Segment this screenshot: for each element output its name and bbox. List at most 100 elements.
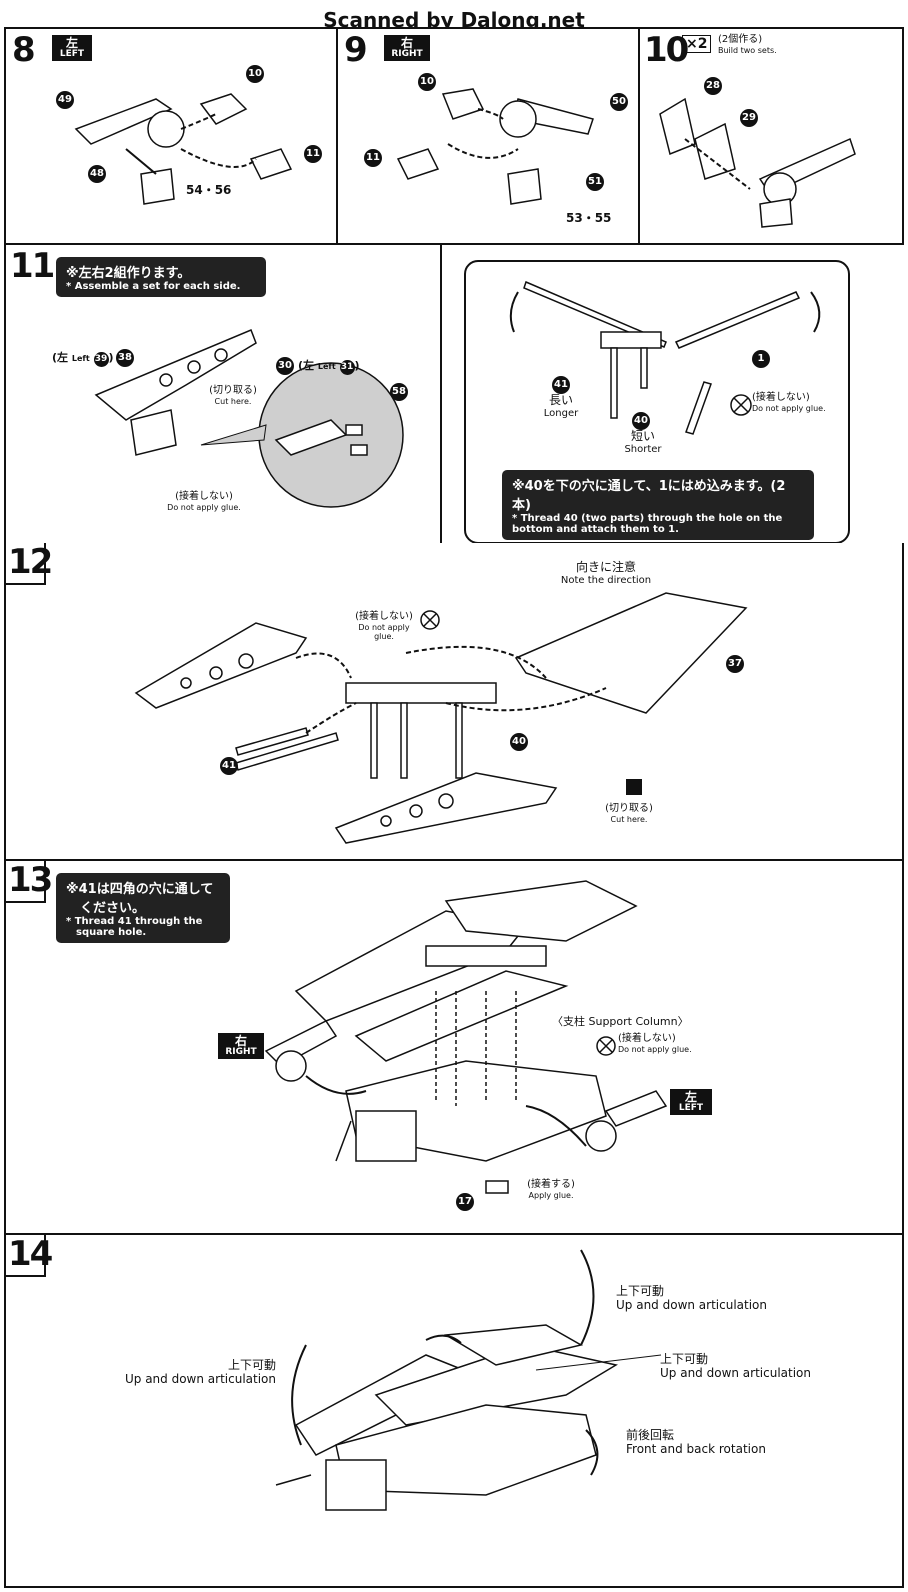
multiplier-box: ×2 — [682, 35, 712, 53]
part-49: 49 — [56, 91, 74, 109]
step-number: 11 — [10, 246, 55, 286]
step-8-panel: 8 左 LEFT 49 48 10 11 54・56 — [4, 27, 338, 245]
step-number: 12 — [8, 542, 53, 582]
step-number: 14 — [8, 1234, 53, 1274]
side-en: RIGHT — [391, 48, 423, 59]
step-number-box: 13 — [6, 861, 53, 903]
step-12-panel: 12 向きに注意 Note the direction — [4, 543, 904, 861]
left-jp: 左 — [57, 351, 69, 364]
rot-en: Front and back rotation — [626, 1441, 766, 1456]
a3-en: Up and down articulation — [660, 1365, 812, 1380]
step-10-panel: 10 ×2 (2個作る) Build two sets. 28 29 — [638, 27, 904, 245]
noglue-jp: (接着しない) — [752, 392, 810, 403]
articulation-label-top: 上下可動 Up and down articulation — [616, 1284, 786, 1313]
note-en-1: * Thread 41 through the — [66, 916, 203, 927]
no-glue-label: (接着しない) Do not apply glue. — [348, 611, 420, 641]
shorter-jp: 短い — [630, 429, 655, 443]
build-note-jp: (2個作る) — [718, 34, 763, 45]
noglue-en: Do not apply glue. — [618, 1044, 692, 1054]
part-31: 31 — [339, 360, 355, 375]
part-50: 50 — [610, 93, 628, 111]
part-10: 10 — [418, 73, 436, 91]
part-51: 51 — [586, 173, 604, 191]
direction-en: Note the direction — [560, 574, 652, 586]
detail-illustration — [509, 280, 821, 435]
step-9-panel: 9 右 RIGHT 10 50 11 51 53・55 — [336, 27, 640, 245]
step-11-panel: 11 ※左右2組作ります。 * Assemble a set for each … — [4, 243, 442, 545]
step-13-illustration — [264, 880, 668, 1194]
step-8-illustration — [74, 93, 293, 205]
step-10-illustration — [659, 97, 856, 228]
part-11: 11 — [304, 145, 322, 163]
left-en: Left — [71, 354, 90, 363]
note-jp-1: ※41は四角の穴に通して — [66, 882, 214, 897]
cut-en: Cut here. — [214, 396, 252, 406]
side-en: RIGHT — [225, 1046, 257, 1057]
a1-jp: 上下可動 — [616, 1284, 665, 1298]
rotation-label: 前後回転 Front and back rotation — [626, 1428, 796, 1457]
part-29: 29 — [740, 109, 758, 127]
build-note: (2個作る) Build two sets. — [718, 34, 777, 56]
step-number: 10 — [644, 30, 689, 70]
detail-note: ※40を下の穴に通して、1にはめ込みます。(2本) * Thread 40 (t… — [502, 470, 814, 540]
part-39: 39 — [93, 352, 109, 367]
part-40: 40 — [510, 733, 528, 751]
longer-label: 長い Longer — [536, 393, 586, 419]
step-14-illustration — [275, 1249, 662, 1511]
cut-jp: (切り取る) — [209, 385, 257, 396]
glue-en: Apply glue. — [528, 1190, 574, 1200]
left-31-label: (左 Left 31) — [298, 357, 360, 375]
note-jp: ※左右2組作ります。 — [66, 266, 191, 281]
step-9-illustration — [396, 88, 594, 205]
direction-jp: 向きに注意 — [575, 560, 636, 574]
part-17: 17 — [456, 1193, 474, 1211]
left-jp: 左 — [303, 359, 315, 372]
step-13-note: ※41は四角の穴に通して ください。 * Thread 41 through t… — [56, 873, 230, 943]
articulation-label-right: 上下可動 Up and down articulation — [660, 1352, 830, 1381]
part-41: 41 — [552, 376, 570, 394]
step-13-panel: 13 ※41は四角の穴に通して ください。 * Thread 41 throug… — [4, 859, 904, 1235]
cut-en: Cut here. — [610, 814, 648, 824]
side-label-left: 左 LEFT — [52, 35, 92, 62]
side-jp: 右 — [400, 36, 413, 50]
articulation-label-left: 上下可動 Up and down articulation — [106, 1358, 276, 1387]
cut-jp: (切り取る) — [605, 803, 653, 814]
part-53-55: 53・55 — [566, 211, 612, 225]
a1-en: Up and down articulation — [616, 1297, 768, 1312]
step-number-box: 12 — [6, 543, 53, 585]
noglue-jp: (接着しない) — [175, 491, 233, 502]
part-40: 40 — [632, 412, 650, 430]
part-10: 10 — [246, 65, 264, 83]
part-58: 58 — [390, 383, 408, 401]
step-number-box: 14 — [6, 1235, 53, 1277]
direction-label: 向きに注意 Note the direction — [546, 560, 666, 586]
side-label-right: 右 RIGHT — [384, 35, 430, 62]
cut-here-label: (切り取る) Cut here. — [594, 803, 664, 824]
note-en: * Assemble a set for each side. — [66, 281, 241, 292]
note-jp: ※40を下の穴に通して、1にはめ込みます。(2本) — [512, 479, 786, 513]
step-11-note: ※左右2組作ります。 * Assemble a set for each sid… — [56, 257, 266, 297]
step-number: 9 — [344, 30, 368, 70]
longer-jp: 長い — [548, 393, 573, 407]
glue-jp: (接着する) — [527, 1179, 575, 1190]
noglue-jp: (接着しない) — [618, 1033, 676, 1044]
no-glue-label: (接着しない) Do not apply glue. — [752, 392, 832, 413]
side-en: LEFT — [678, 1102, 704, 1113]
no-glue-label: (接着しない) Do not apply glue. — [164, 491, 244, 512]
a2-en: Up and down articulation — [124, 1371, 276, 1386]
shorter-en: Shorter — [624, 443, 662, 455]
side-jp: 右 — [234, 1034, 247, 1048]
longer-en: Longer — [543, 407, 579, 419]
part-30: 30 — [276, 357, 294, 375]
side-jp: 左 — [684, 1090, 697, 1104]
part-37: 37 — [726, 655, 744, 673]
step-12-illustration — [134, 592, 748, 844]
build-note-en: Build two sets. — [718, 46, 777, 55]
left-39-label: (左 Left 39) — [52, 349, 114, 367]
side-label-left: 左 LEFT — [670, 1089, 712, 1116]
noglue-jp: (接着しない) — [355, 611, 413, 622]
part-38: 38 — [116, 349, 134, 367]
step-11-illustration — [94, 329, 404, 508]
support-column-label: 〈支柱 Support Column〉 — [552, 1015, 689, 1028]
noglue-en: Do not apply glue. — [167, 502, 241, 512]
